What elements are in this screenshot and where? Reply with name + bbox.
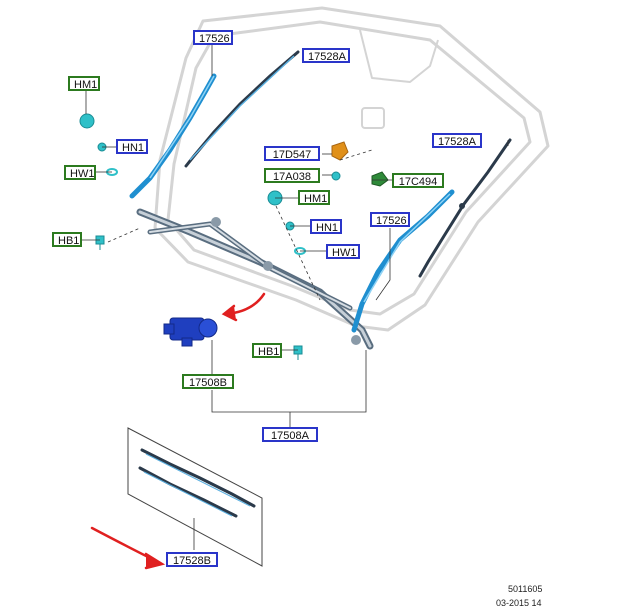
callout-17528a-right: 17528A: [432, 133, 482, 148]
callout-17508a: 17508A: [262, 427, 318, 442]
callout-17508b: 17508B: [182, 374, 234, 389]
spare-blade-2: [138, 466, 238, 518]
hm1-cap-left: [79, 113, 95, 129]
left-wiper-blade-spine: [189, 55, 295, 161]
windshield-outline: [153, 6, 550, 332]
sensor-17d547: [331, 141, 349, 161]
callout-17c494: 17C494: [392, 173, 444, 188]
callout-17526-right: 17526: [370, 212, 410, 227]
leader-lines: [80, 38, 509, 550]
red-arrow-blade-icon: [90, 526, 166, 570]
doc-number: 5011605: [508, 584, 543, 594]
right-wiper-blade: [418, 138, 512, 278]
callout-hb1-left: HB1: [52, 232, 82, 247]
doc-date: 03-2015 14: [496, 598, 542, 608]
callout-hm1-mid: HM1: [298, 190, 330, 205]
callout-hb1-mid: HB1: [252, 343, 282, 358]
spare-blade-1: [140, 448, 256, 508]
right-wiper-arm-highlight: [363, 193, 451, 303]
clip-17a038: [331, 171, 341, 181]
wiper-motor-icon: [163, 317, 218, 347]
callout-hn1-mid: HN1: [310, 219, 342, 234]
callout-17528a-top: 17528A: [302, 48, 350, 63]
callout-hn1-left: HN1: [116, 139, 148, 154]
left-wiper-arm-highlight: [149, 75, 215, 179]
hb1-bolt-left: [95, 235, 105, 250]
left-fasteners: [79, 113, 118, 250]
red-arrow-icon: [221, 292, 266, 322]
callout-hw1-mid: HW1: [326, 244, 360, 259]
callout-hm1-left: HM1: [68, 76, 100, 91]
callout-17a038: 17A038: [264, 168, 320, 183]
sensor-17c494: [371, 171, 389, 187]
callout-17528b: 17528B: [166, 552, 218, 567]
wiper-linkage: [136, 208, 374, 350]
callout-17d547: 17D547: [264, 146, 320, 161]
hb1-bolt-mid: [293, 345, 303, 360]
spare-blade-pack: [127, 427, 263, 567]
callout-17526-top: 17526: [193, 30, 233, 45]
callout-hw1-left: HW1: [64, 165, 96, 180]
